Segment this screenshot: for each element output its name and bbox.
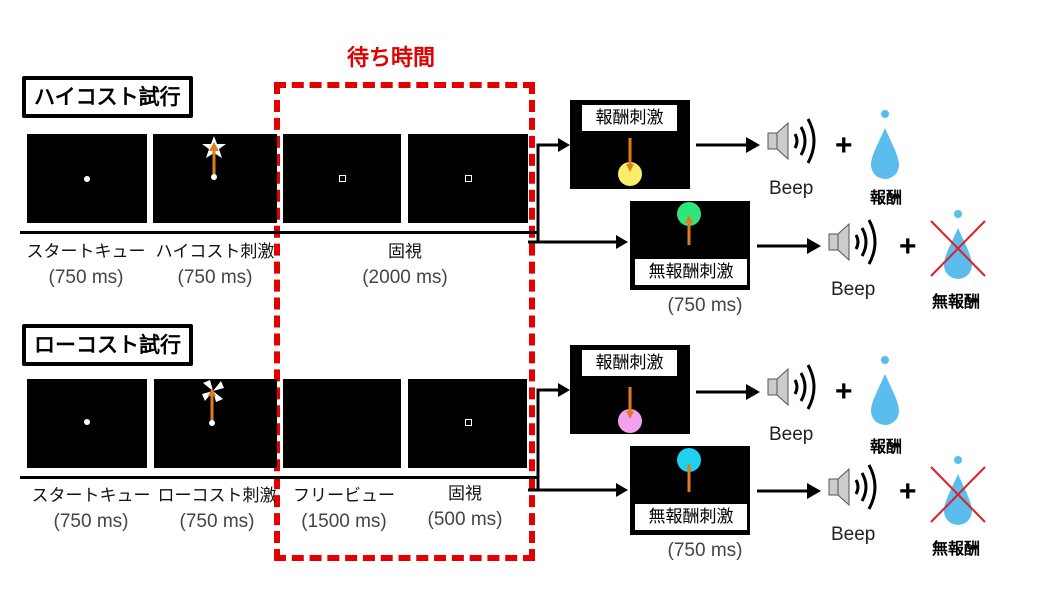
reward-outcome-label: 報酬 bbox=[870, 437, 903, 456]
water-drop-icon bbox=[871, 356, 899, 425]
fixation-dot bbox=[84, 419, 90, 425]
no-reward-outcome-label: 無報酬 bbox=[932, 292, 981, 311]
pink-circle-stimulus-icon bbox=[618, 387, 642, 433]
high-phase-fixation: 固視 (2000 ms) bbox=[362, 242, 448, 288]
reward-outcome-label: 報酬 bbox=[870, 188, 903, 207]
high-phase-cost-stimulus: ハイコスト刺激 (750 ms) bbox=[155, 242, 275, 288]
high-fixation-screen-2 bbox=[408, 134, 528, 223]
fixation-dot bbox=[84, 176, 90, 182]
speaker-icon bbox=[767, 364, 816, 410]
green-circle-stimulus-icon bbox=[677, 202, 701, 245]
low-cost-stimulus-screen bbox=[154, 379, 277, 468]
low-cost-timeline bbox=[20, 476, 538, 479]
high-cost-trial-label: ハイコスト試行 bbox=[22, 76, 193, 118]
yellow-circle-stimulus-icon bbox=[618, 138, 642, 186]
low-fixation-screen bbox=[408, 379, 527, 468]
fixation-square bbox=[339, 175, 346, 182]
low-no-reward-stimulus-screen: 無報酬刺激 bbox=[630, 446, 750, 535]
no-reward-stimulus-label: 無報酬刺激 bbox=[635, 504, 747, 530]
low-branch-arrows bbox=[528, 383, 628, 497]
low-start-cue-screen bbox=[27, 379, 147, 468]
low-phase-start-cue: スタートキュー (750 ms) bbox=[31, 486, 151, 532]
plus-sign: + bbox=[835, 129, 853, 162]
water-drop-icon bbox=[871, 110, 899, 179]
beep-label: Beep bbox=[769, 424, 814, 445]
high-cost-stimulus-screen bbox=[153, 134, 277, 223]
arrow-to-beep bbox=[696, 137, 760, 153]
no-reward-stimulus-label: 無報酬刺激 bbox=[635, 259, 747, 285]
low-cost-trial-label: ローコスト試行 bbox=[22, 324, 193, 366]
high-start-cue-screen bbox=[27, 134, 147, 223]
high-no-reward-stimulus-screen: 無報酬刺激 bbox=[630, 201, 750, 290]
crossed-water-drop-icon bbox=[930, 210, 986, 279]
plus-sign: + bbox=[899, 230, 917, 263]
no-reward-outcome-label: 無報酬 bbox=[932, 539, 981, 558]
no-reward-duration: (750 ms) bbox=[667, 295, 743, 316]
high-reward-stimulus-screen: 報酬刺激 bbox=[570, 100, 690, 189]
crossed-water-drop-icon bbox=[930, 456, 986, 525]
speaker-icon bbox=[828, 219, 877, 265]
star-stimulus-icon bbox=[202, 136, 226, 180]
beep-label: Beep bbox=[831, 279, 876, 300]
speaker-icon bbox=[828, 464, 877, 510]
waiting-period-box bbox=[274, 82, 535, 561]
beep-label: Beep bbox=[769, 178, 814, 199]
low-phase-cost-stimulus: ローコスト刺激 (750 ms) bbox=[157, 486, 277, 532]
high-branch-arrows bbox=[528, 138, 628, 249]
low-free-view-screen bbox=[283, 379, 401, 468]
arrow-to-beep bbox=[757, 238, 821, 254]
plus-sign: + bbox=[835, 375, 853, 408]
speaker-icon bbox=[767, 118, 816, 164]
cyan-circle-stimulus-icon bbox=[677, 448, 701, 492]
fixation-square bbox=[465, 419, 472, 426]
high-fixation-screen-1 bbox=[283, 134, 401, 223]
high-phase-start-cue: スタートキュー (750 ms) bbox=[26, 242, 146, 288]
waiting-period-title: 待ち時間 bbox=[347, 46, 436, 71]
arrow-to-beep bbox=[757, 483, 821, 499]
high-cost-timeline bbox=[20, 231, 538, 234]
beep-label: Beep bbox=[831, 524, 876, 545]
low-phase-free-view: フリービュー (1500 ms) bbox=[293, 486, 395, 532]
low-phase-fixation: 固視 (500 ms) bbox=[427, 484, 503, 530]
fixation-square bbox=[465, 175, 472, 182]
reward-stimulus-label: 報酬刺激 bbox=[582, 105, 677, 131]
no-reward-duration: (750 ms) bbox=[667, 540, 743, 561]
reward-stimulus-label: 報酬刺激 bbox=[582, 350, 677, 376]
low-reward-stimulus-screen: 報酬刺激 bbox=[570, 345, 690, 434]
arrow-to-beep bbox=[696, 384, 760, 400]
plus-sign: + bbox=[899, 475, 917, 508]
pinwheel-stimulus-icon bbox=[202, 380, 224, 426]
